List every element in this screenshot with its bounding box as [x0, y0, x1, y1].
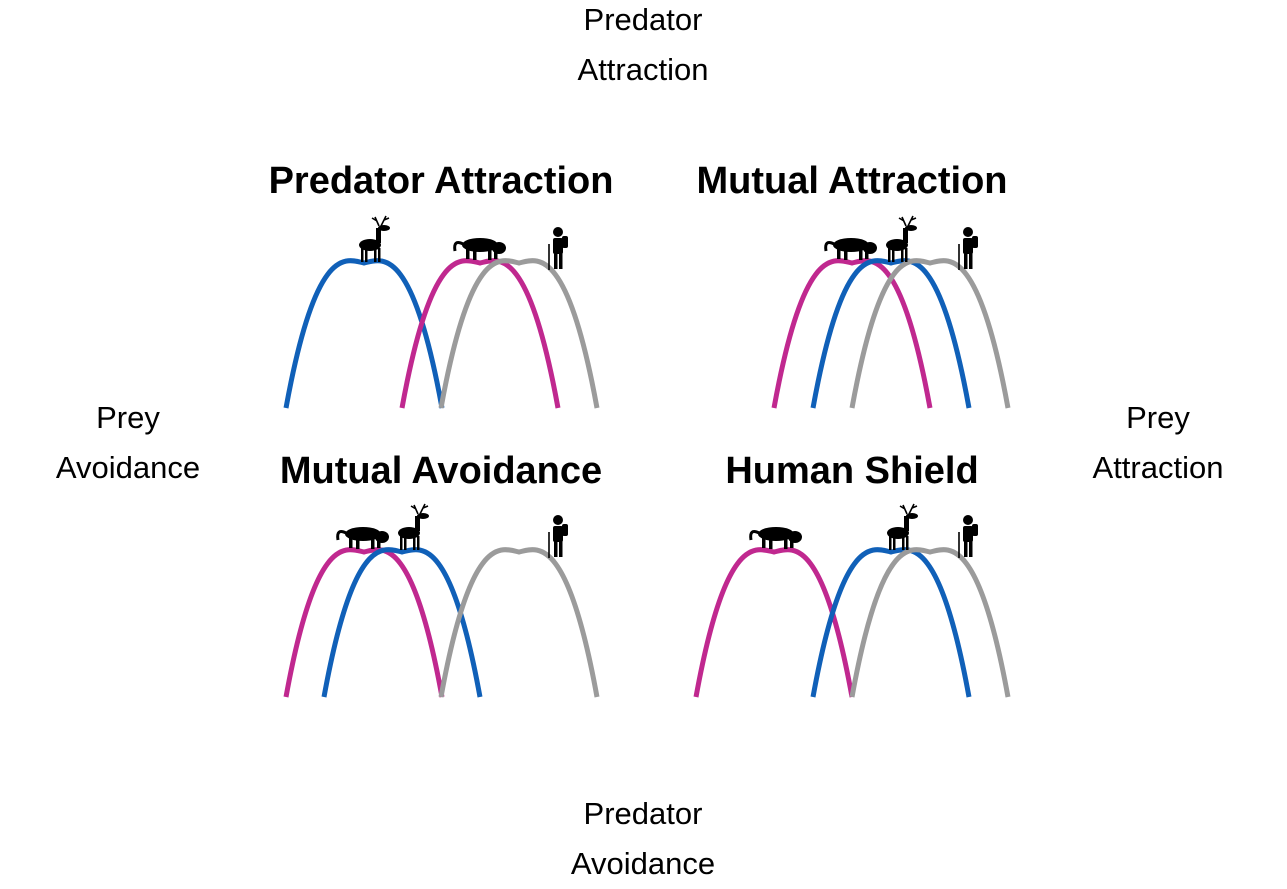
axis-label-bottom: Predator Avoidance: [543, 789, 743, 889]
deer-icon: [398, 503, 429, 550]
axis-top-line-2: Attraction: [577, 52, 709, 87]
panel-title-predator-attraction: Predator Attraction: [268, 160, 614, 202]
prey-curve: [283, 258, 445, 409]
axis-top-line-1: Predator: [583, 2, 703, 37]
axis-left-line-1: Prey: [96, 400, 160, 435]
hiker-icon: [548, 515, 568, 558]
prey-curve: [810, 547, 972, 698]
cougar-icon: [749, 527, 802, 549]
cougar-icon: [336, 527, 389, 549]
cougar-icon: [824, 238, 877, 260]
panel-title-human-shield: Human Shield: [725, 450, 979, 492]
panel-title-mutual-avoidance: Mutual Avoidance: [279, 450, 603, 492]
deer-icon: [886, 215, 917, 262]
axis-right-line-2: Attraction: [1092, 450, 1224, 485]
predator-curve: [693, 547, 855, 698]
axis-bottom-line-2: Avoidance: [570, 846, 716, 881]
prey-curve: [810, 258, 972, 409]
hiker-icon: [958, 515, 978, 558]
human-curve: [438, 547, 600, 698]
human-curve: [438, 258, 600, 409]
predator-curve: [771, 258, 933, 409]
human-curve: [849, 258, 1011, 409]
deer-icon: [359, 215, 390, 262]
axis-left-line-2: Avoidance: [55, 450, 201, 485]
axis-label-right: Prey Attraction: [1058, 393, 1258, 493]
prey-curve: [321, 547, 483, 698]
human-curve: [849, 547, 1011, 698]
predator-curve: [283, 547, 445, 698]
cougar-icon: [453, 238, 506, 260]
axis-right-line-1: Prey: [1126, 400, 1190, 435]
hiker-icon: [548, 227, 568, 270]
axis-label-left: Prey Avoidance: [28, 393, 228, 493]
axis-label-top: Predator Attraction: [543, 0, 743, 95]
deer-icon: [887, 503, 918, 550]
axis-bottom-line-1: Predator: [583, 796, 703, 831]
hiker-icon: [958, 227, 978, 270]
panel-title-mutual-attraction: Mutual Attraction: [696, 160, 1008, 202]
predator-curve: [399, 258, 561, 409]
